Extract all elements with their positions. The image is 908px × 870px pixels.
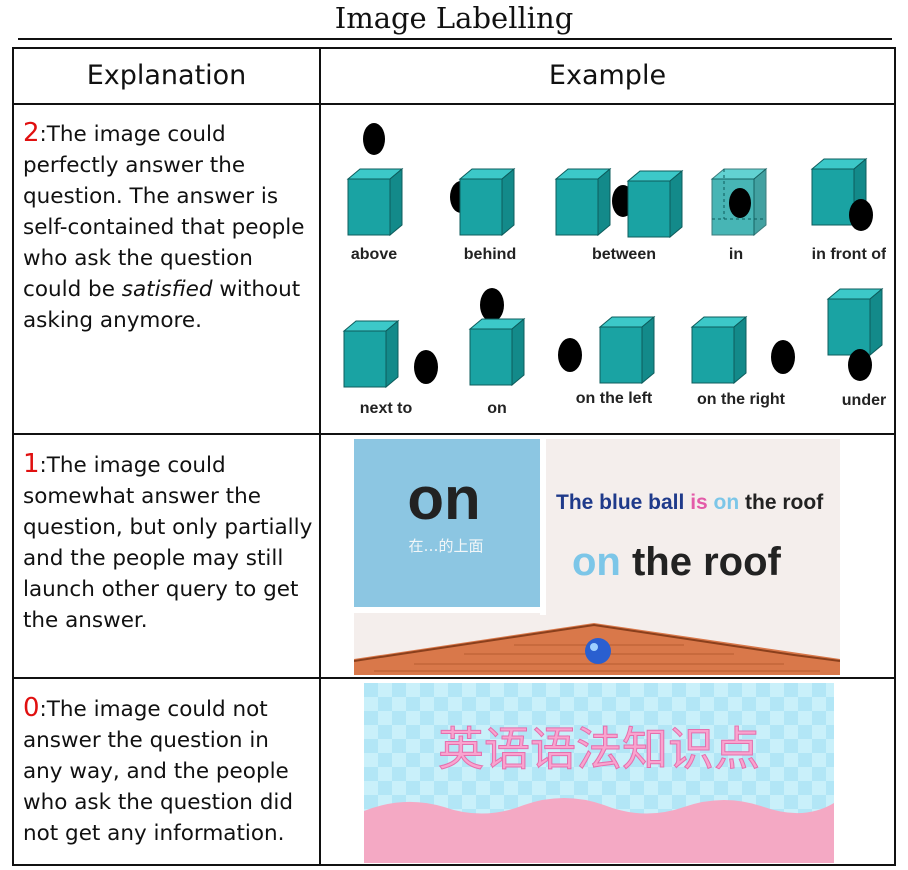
- ball-icon: [414, 350, 438, 384]
- table-border-bottom: [12, 864, 896, 866]
- explanation-text-end: without asking anymore.: [23, 277, 301, 333]
- score-value: 0: [23, 693, 40, 723]
- caption-next-to: next to: [360, 400, 413, 417]
- explanation-score-1: 1:The image could somewhat answer the qu…: [23, 449, 313, 636]
- explanation-text: :The image could somewhat answer the que…: [23, 453, 313, 633]
- wavy-border: [364, 798, 834, 863]
- explanation-text: :The image could perfectly answer the qu…: [23, 122, 305, 302]
- table-border-top: [12, 47, 896, 49]
- cube-transparent-icon: [710, 167, 768, 237]
- word-card: [354, 439, 540, 607]
- caption-under: under: [842, 392, 886, 409]
- caption-in: in: [729, 246, 743, 263]
- ball-icon: [363, 123, 385, 155]
- caption-on: on: [487, 400, 507, 417]
- caption-in-front-of: in front of: [812, 246, 886, 263]
- banner-title: 英语语法知识点: [438, 722, 760, 776]
- score-value: 2: [23, 118, 40, 148]
- caption-on-the-right: on the right: [697, 391, 786, 408]
- example-grammar-banner-image: 英语语法知识点: [364, 683, 834, 863]
- header-example: Example: [548, 60, 667, 91]
- caption-between: between: [592, 246, 656, 263]
- ball-icon: [480, 288, 504, 322]
- score-value: 1: [23, 449, 40, 479]
- explanation-emphasis: satisfied: [121, 277, 213, 302]
- ball-icon: [849, 199, 873, 231]
- title-rule: [18, 38, 892, 40]
- big-word-translation: 在…的上面: [408, 537, 483, 555]
- header-explanation: Explanation: [86, 60, 247, 91]
- big-word-on: on: [407, 465, 480, 532]
- table-divider-column: [319, 47, 321, 866]
- explanation-score-0: 0:The image could not answer the questio…: [23, 693, 313, 849]
- example-phrase: on the roof: [572, 540, 782, 584]
- ball-icon: [558, 338, 582, 372]
- explanation-text: :The image could not answer the question…: [23, 697, 293, 846]
- table-divider-header: [12, 103, 896, 105]
- explanation-score-2: 2:The image could perfectly answer the q…: [23, 118, 313, 336]
- ball-icon: [848, 349, 872, 381]
- table-border-left: [12, 47, 14, 866]
- table-border-right: [894, 47, 896, 866]
- caption-behind: behind: [464, 246, 516, 263]
- example-sentence: The blue ball is on the roof: [556, 491, 824, 514]
- table-divider-row2: [12, 677, 896, 679]
- page-title: Image Labelling: [334, 1, 574, 35]
- example-on-the-roof-image: on 在…的上面 The blue ball is on the roof on…: [354, 439, 840, 675]
- labelling-table: Explanation Example 2:The image could pe…: [12, 47, 896, 866]
- caption-above: above: [351, 246, 397, 263]
- blue-ball-icon: [585, 638, 611, 664]
- example-prepositions-diagram: above behind between in in front of next…: [343, 123, 886, 417]
- caption-on-the-left: on the left: [576, 390, 653, 407]
- table-divider-row1: [12, 433, 896, 435]
- ball-icon: [771, 340, 795, 374]
